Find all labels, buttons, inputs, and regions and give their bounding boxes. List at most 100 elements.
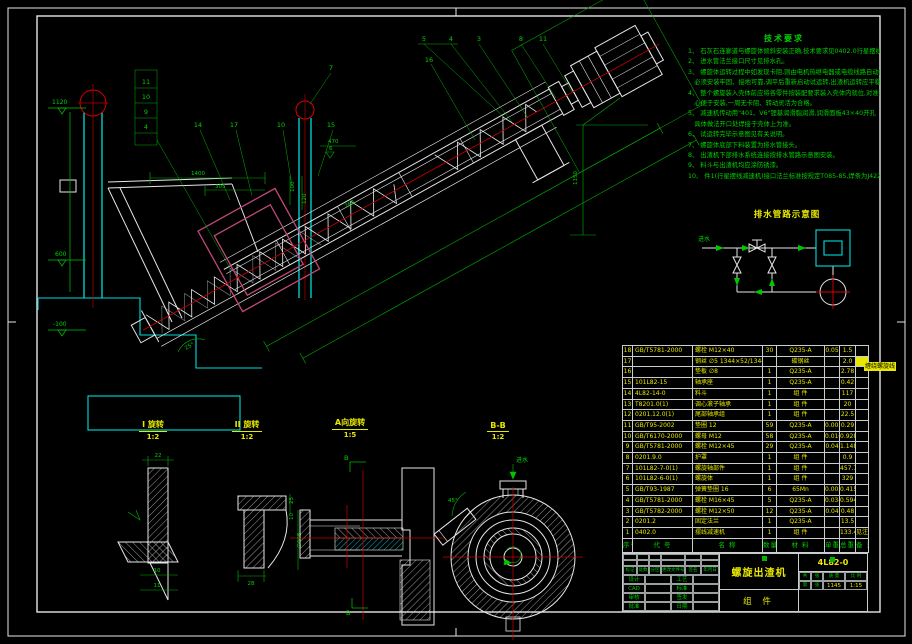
weld-mark-6: 6 [329, 146, 333, 152]
staff-value [693, 602, 719, 611]
tech-note-line: 1、 石灰石连廊道与螺旋体倾斜安装正确,技术要求见0402.0行星摆线减速机说明… [688, 48, 880, 55]
bb-inlet-label: 进水 [516, 456, 528, 464]
tech-note-line: 必须安装牢固、接地可靠,调平后重新启动试运转,出渣机运转应平稳无异常噪声。 [694, 79, 880, 87]
incline-dimensions [263, 0, 703, 364]
bom-header-cell: 代 号 [632, 537, 693, 553]
staff-label: 工艺 [671, 575, 693, 584]
drawing-number: 4L82-0 [799, 554, 867, 572]
tech-note-line: 3、 螺旋体运转过程中如发现卡阻,则由电机热继电器或电缆线路自动保护,但 [688, 68, 880, 76]
stamp-mark [762, 556, 767, 561]
staff-value [693, 593, 719, 602]
tech-note-line: 4、 整个螺旋装入壳体前应将各零件按装配要求装入壳体内就位,对准法兰中 [688, 89, 880, 97]
detail-view-1: 22 10 11 [117, 453, 179, 601]
schematic-title: 排水管路示意图 [753, 210, 821, 220]
svg-text:10: 10 [142, 93, 150, 101]
svg-text:11: 11 [142, 78, 150, 86]
staff-value [645, 593, 671, 602]
bb-angle-dim: 45° [448, 498, 458, 504]
dim-305: 305 [215, 184, 226, 190]
svg-text:8: 8 [519, 35, 523, 43]
revision-header-cell: 更改文件号 [661, 566, 685, 575]
dim-1150: 1150 [573, 171, 579, 185]
detail-view-bb: 进水 45° [433, 456, 583, 640]
staff-label: 设计 [623, 575, 645, 584]
dim-1400: 1400 [191, 171, 205, 177]
support-post-1 [78, 84, 108, 308]
schematic-inlet-label: 进水 [698, 235, 710, 243]
detail-a-label: A向旋转 1:5 [318, 417, 382, 439]
tech-note-line: 具体做法开口处焊接于壳体上为准。 [688, 120, 796, 128]
svg-text:9: 9 [144, 108, 148, 116]
staff-label: 标准 [671, 584, 693, 593]
svg-text:15: 15 [327, 121, 335, 129]
detail2-dim: 10 [289, 513, 295, 520]
tech-note-line: 7、 螺旋体底部下料装置为排水管接头。 [688, 141, 802, 149]
detail-view-2: 25 10 ∅408 28 [237, 494, 303, 587]
svg-text:4: 4 [144, 123, 148, 131]
svg-text:3: 3 [477, 35, 481, 43]
bom-header-cell: 数量 [762, 537, 777, 553]
staff-label: 签发 [671, 593, 693, 602]
balloon-numbers: 11 10 9 4 5 4 3 8 11 16 14 17 10 15 7 [142, 35, 547, 131]
svg-text:7: 7 [329, 64, 333, 72]
dimension-lines [149, 97, 648, 353]
detail1-dim: 10 [154, 568, 161, 574]
sheet-info-value: 张 [811, 581, 823, 590]
dim-angle-25: 25° [184, 342, 196, 352]
revision-header-cell: 分区 [649, 566, 661, 575]
discharge-stub [514, 124, 570, 184]
svg-text:14: 14 [194, 121, 202, 129]
detail-bb-label: B-B 1:2 [476, 421, 520, 441]
bom-header-cell: 备 注 [855, 537, 869, 553]
staff-value [693, 575, 719, 584]
tank-symbol [815, 229, 851, 267]
level-dim-neg100: -100 [53, 321, 67, 328]
svg-text:5: 5 [422, 35, 426, 43]
staff-label: 日期 [671, 602, 693, 611]
dim-262: 262 [344, 199, 356, 209]
sheet-border [7, 7, 906, 637]
bom-header-cell: 材 料 [776, 537, 825, 553]
bom-header-cell: 序号 [622, 537, 633, 553]
section-marker-b: B [346, 609, 350, 617]
sheet-info-label: 比 例 [845, 572, 867, 581]
svg-text:11: 11 [539, 35, 547, 43]
feed-chute [59, 177, 259, 323]
detail2-dim: 25 [289, 497, 295, 504]
sheet-info-value: 1145 [823, 581, 845, 590]
sheet-info-label: 张 [811, 572, 823, 581]
svg-text:16: 16 [425, 56, 433, 64]
tech-note-line: 心便于安装,一周无卡阻、转动灵活为合格。 [688, 100, 816, 108]
revision-header-cell: 处数 [637, 566, 649, 575]
staff-value [645, 602, 671, 611]
bom-header-cell: 名 称 [692, 537, 763, 553]
detail2-dim: 28 [248, 581, 255, 587]
tech-requirements: 技术要求 1、 石灰石连廊道与螺旋体倾斜安装正确,技术要求见0402.0行星摆线… [688, 33, 880, 182]
svg-text:4: 4 [449, 35, 453, 43]
bom-overflow-note: 缠绕螺旋线 [864, 362, 897, 371]
staff-value [693, 584, 719, 593]
staff-label: CAD [623, 584, 645, 593]
dim-120: 120 [302, 193, 308, 204]
sheet-info-label: 质 量 [823, 572, 845, 581]
balloon-leaders [134, 43, 573, 269]
tech-note-line: 5、 减速机传动用"401、V6"锂基润滑脂润滑,润滑面板43×40开孔 [688, 110, 876, 118]
svg-text:17: 17 [230, 121, 238, 129]
detail2-label: II 旋转 1:2 [221, 419, 273, 441]
